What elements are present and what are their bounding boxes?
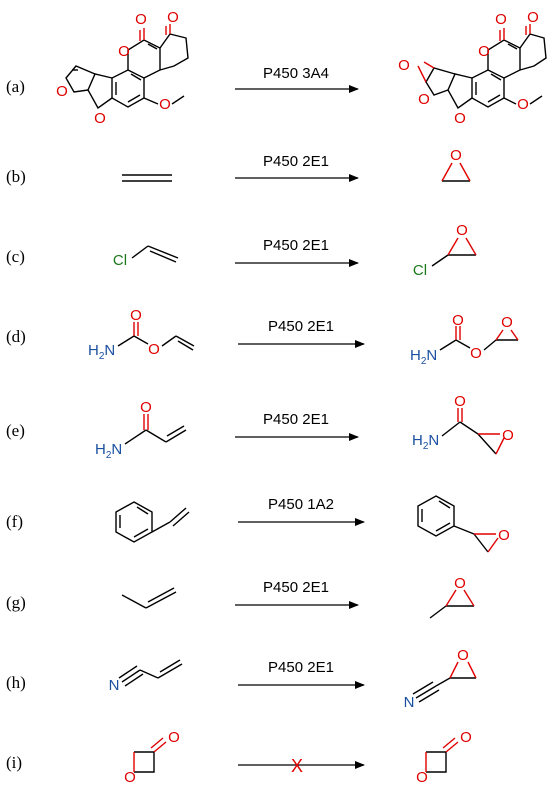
svg-text:O: O <box>502 427 514 444</box>
ethylene-oxide-structure: O <box>441 147 471 182</box>
vinyl-chloride-structure: Cl <box>113 245 179 269</box>
reaction-arrow-d: P450 2E1 <box>238 318 365 348</box>
svg-text:H2N: H2N <box>88 342 115 362</box>
svg-text:O: O <box>94 110 106 127</box>
svg-text:O: O <box>478 43 490 60</box>
enzyme-label-g: P450 2E1 <box>263 579 329 596</box>
svg-text:O: O <box>148 341 160 358</box>
enzyme-label-c: P450 2E1 <box>263 237 329 254</box>
svg-text:H2N: H2N <box>412 432 439 452</box>
svg-text:O: O <box>454 393 466 410</box>
svg-text:O: O <box>135 11 147 28</box>
svg-text:O: O <box>454 110 466 127</box>
enzyme-label-e: P450 2E1 <box>263 411 329 428</box>
svg-text:O: O <box>56 83 68 100</box>
blocked-x-icon: X <box>291 756 303 776</box>
svg-text:H2N: H2N <box>410 347 437 367</box>
svg-text:N: N <box>109 677 120 694</box>
reaction-arrow-i: X <box>238 756 365 776</box>
reaction-label-g: (g) <box>6 593 26 612</box>
reaction-arrow-e: P450 2E1 <box>235 411 359 441</box>
styrene-oxide-structure: O <box>417 495 510 553</box>
acrylonitrile-structure: N <box>109 659 183 694</box>
reaction-label-h: (h) <box>6 673 26 692</box>
propylene-structure <box>121 587 177 609</box>
propylene-oxide-structure: O <box>429 575 475 619</box>
svg-text:O: O <box>398 57 410 74</box>
svg-text:N: N <box>404 694 415 711</box>
reaction-label-a: (a) <box>6 77 25 96</box>
svg-text:O: O <box>527 9 539 26</box>
glycidamide-structure: H2N O O <box>412 393 514 455</box>
reaction-arrow-g: P450 2E1 <box>235 579 359 609</box>
reaction-arrow-b: P450 2E1 <box>235 153 359 182</box>
svg-text:O: O <box>470 345 482 362</box>
enzyme-label-f: P450 1A2 <box>268 496 334 513</box>
svg-text:Cl: Cl <box>413 262 427 279</box>
reaction-label-c: (c) <box>6 247 25 266</box>
svg-text:O: O <box>454 575 466 592</box>
svg-text:O: O <box>168 729 180 746</box>
reaction-arrow-h: P450 2E1 <box>238 659 365 689</box>
reaction-label-f: (f) <box>6 512 23 531</box>
propiolactone-product-structure: O O <box>416 729 472 786</box>
enzyme-label-b: P450 2E1 <box>263 153 329 170</box>
chloroethylene-oxide-structure: Cl O <box>413 222 477 279</box>
svg-text:O: O <box>124 769 136 786</box>
reaction-label-d: (d) <box>6 327 26 346</box>
svg-text:O: O <box>418 91 430 108</box>
svg-text:O: O <box>495 11 507 28</box>
reaction-label-b: (b) <box>6 167 26 186</box>
svg-text:O: O <box>416 769 428 786</box>
svg-text:O: O <box>501 314 513 331</box>
reaction-label-i: (i) <box>6 753 22 772</box>
svg-text:H2N: H2N <box>95 441 122 461</box>
reaction-label-e: (e) <box>6 421 25 440</box>
reaction-arrow-a: P450 3A4 <box>235 65 359 93</box>
reaction-arrow-f: P450 1A2 <box>238 496 365 526</box>
propiolactone-structure: O O <box>124 729 180 786</box>
reaction-arrow-c: P450 2E1 <box>235 237 359 267</box>
vinyl-carbamate-epoxide-structure: H2N O O O <box>410 312 519 367</box>
enzyme-label-h: P450 2E1 <box>268 659 334 676</box>
svg-text:O: O <box>140 399 152 416</box>
svg-text:O: O <box>456 222 468 239</box>
svg-text:O: O <box>452 312 464 329</box>
svg-text:O: O <box>457 647 469 664</box>
enzyme-label-d: P450 2E1 <box>268 318 334 335</box>
svg-text:O: O <box>130 307 142 324</box>
svg-text:O: O <box>498 527 510 544</box>
svg-text:O: O <box>118 43 130 60</box>
styrene-structure <box>115 501 190 543</box>
svg-text:O: O <box>167 9 179 26</box>
svg-text:O: O <box>159 96 171 113</box>
svg-text:O: O <box>460 729 472 746</box>
svg-text:Cl: Cl <box>113 252 127 269</box>
vinyl-carbamate-structure: H2N O O <box>88 307 195 362</box>
aflatoxin-epoxide-structure: O O O O O O O <box>398 9 547 127</box>
aflatoxin-b1-structure: O O O O O O <box>56 9 189 127</box>
acrylamide-structure: H2N O <box>95 399 187 461</box>
enzyme-label-a: P450 3A4 <box>263 65 329 82</box>
glycidonitrile-structure: N O <box>404 647 477 711</box>
svg-text:O: O <box>450 147 462 164</box>
ethylene-structure <box>122 174 172 182</box>
svg-text:O: O <box>517 96 529 113</box>
